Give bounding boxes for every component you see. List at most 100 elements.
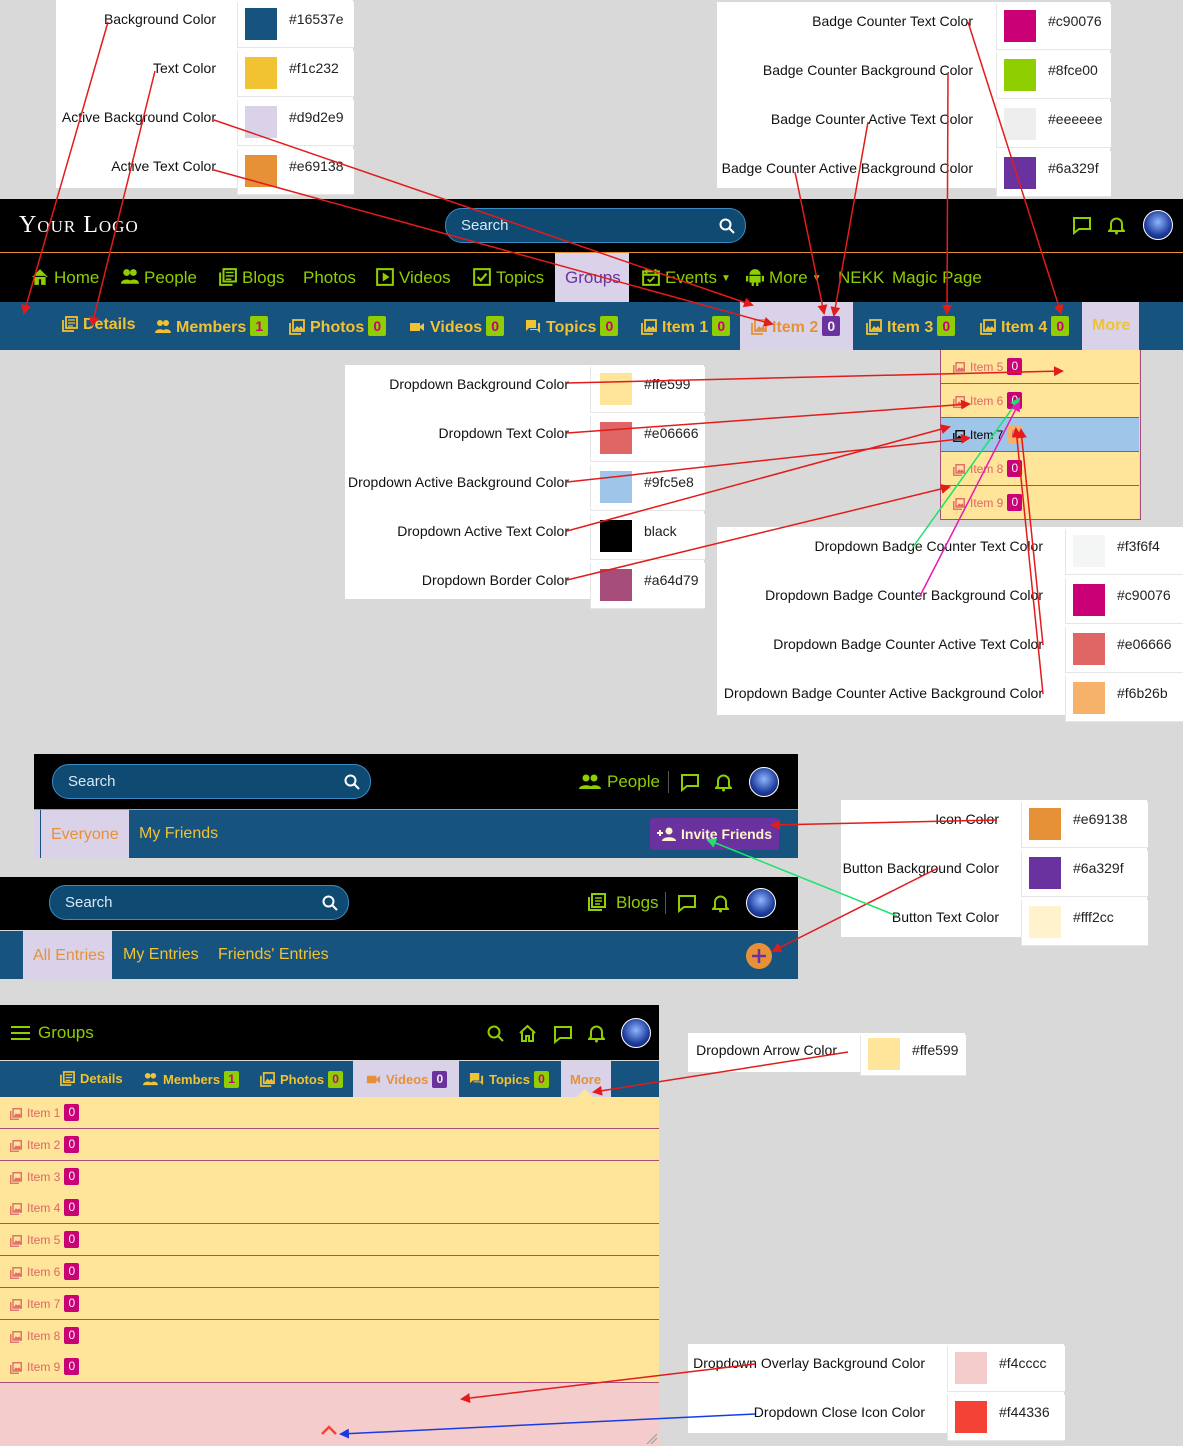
bell-icon[interactable] (1108, 216, 1125, 235)
color-swatch (245, 8, 277, 40)
main-nav-videos[interactable]: Videos (376, 268, 451, 288)
bell-icon[interactable] (588, 1024, 605, 1043)
tab-my-friends[interactable]: My Friends (139, 825, 219, 842)
add-entry-button[interactable] (746, 943, 772, 969)
badge-counter: 0 (1007, 426, 1023, 443)
sub-nav-tab-details[interactable]: Details (62, 316, 135, 334)
main-nav-nekk[interactable]: NEKK (838, 268, 885, 287)
sub-nav-more[interactable]: More (1092, 317, 1131, 334)
color-swatch (1029, 857, 1061, 889)
people-search-input[interactable]: Search (52, 764, 371, 799)
photo-icon (980, 319, 1001, 336)
hamburger-menu-icon[interactable] (11, 1026, 30, 1040)
main-nav-photos[interactable]: Photos (303, 268, 356, 287)
tab-friends-entries[interactable]: Friends' Entries (218, 946, 329, 963)
groups-tab-details[interactable]: Details (60, 1071, 123, 1086)
main-nav-people[interactable]: People (121, 268, 197, 288)
main-nav-topics[interactable]: Topics (473, 268, 544, 288)
site-logo[interactable]: Your Logo (19, 212, 139, 238)
forum-icon (525, 319, 546, 336)
chat-icon[interactable] (680, 773, 700, 792)
chat-icon[interactable] (553, 1025, 573, 1044)
search-input[interactable]: Search (445, 208, 746, 243)
avatar[interactable] (1143, 210, 1173, 240)
main-nav-groups[interactable]: Groups (565, 268, 621, 287)
hex-value: #d9d2e9 (289, 109, 344, 125)
hex-value: #ffe599 (912, 1042, 959, 1058)
search-icon[interactable] (322, 895, 338, 911)
search-icon[interactable] (344, 774, 360, 790)
bell-icon[interactable] (712, 894, 729, 913)
color-swatch (1004, 59, 1036, 91)
blogs-header: Search Blogs (0, 877, 798, 930)
caret-down-icon: ▼ (811, 273, 822, 284)
dropdown-close-icon[interactable] (320, 1425, 338, 1436)
legend-label: Dropdown Background Color (389, 376, 569, 392)
legend-row: Text Color #f1c232 (56, 49, 354, 98)
avatar[interactable] (746, 888, 776, 918)
groups-tab-more[interactable]: More (570, 1072, 602, 1087)
blogs-search-input[interactable]: Search (49, 885, 349, 920)
chat-icon[interactable] (677, 894, 697, 913)
main-nav-blogs[interactable]: Blogs (219, 268, 285, 288)
bell-icon[interactable] (715, 773, 732, 792)
main-nav-home[interactable]: Home (31, 268, 99, 288)
legend-label: Dropdown Text Color (438, 425, 569, 441)
people-section-label[interactable]: People (607, 772, 660, 791)
avatar[interactable] (749, 767, 779, 797)
sub-nav-more-bg (1082, 302, 1139, 350)
tab-my-entries[interactable]: My Entries (123, 946, 199, 963)
caret-down-icon: ▼ (720, 273, 731, 284)
tab-all-entries[interactable]: All Entries (23, 931, 112, 979)
legend-row: Badge Counter Active Text Color #eeeeee (717, 100, 1111, 149)
add-person-icon (657, 827, 676, 841)
home-icon[interactable] (518, 1024, 537, 1042)
blogs-section-label[interactable]: Blogs (616, 893, 659, 912)
search-icon[interactable] (487, 1025, 504, 1042)
dropdown-arrow-icon (577, 1089, 593, 1097)
main-nav-more[interactable]: More▼ (746, 268, 822, 288)
hex-value: #e06666 (1117, 636, 1172, 652)
legend-row: Dropdown Badge Counter Active Text Color… (717, 625, 1183, 674)
avatar[interactable] (621, 1018, 651, 1048)
main-nav-magic-page[interactable]: Magic Page (892, 268, 982, 287)
legend-label: Background Color (103, 11, 216, 27)
main-nav-events[interactable]: Events▼ (642, 268, 731, 288)
badge-counter: 0 (64, 1135, 80, 1153)
search-icon[interactable] (719, 218, 735, 234)
invite-friends-button[interactable]: Invite Friends (650, 818, 779, 850)
color-swatch (955, 1352, 987, 1384)
color-swatch (245, 57, 277, 89)
legend-label: Dropdown Active Background Color (347, 474, 569, 490)
tab-everyone[interactable]: Everyone (41, 810, 129, 858)
chat-icon[interactable] (1072, 216, 1092, 235)
dropdown-overlay[interactable] (0, 1383, 659, 1446)
resize-grip-icon (646, 1433, 657, 1444)
